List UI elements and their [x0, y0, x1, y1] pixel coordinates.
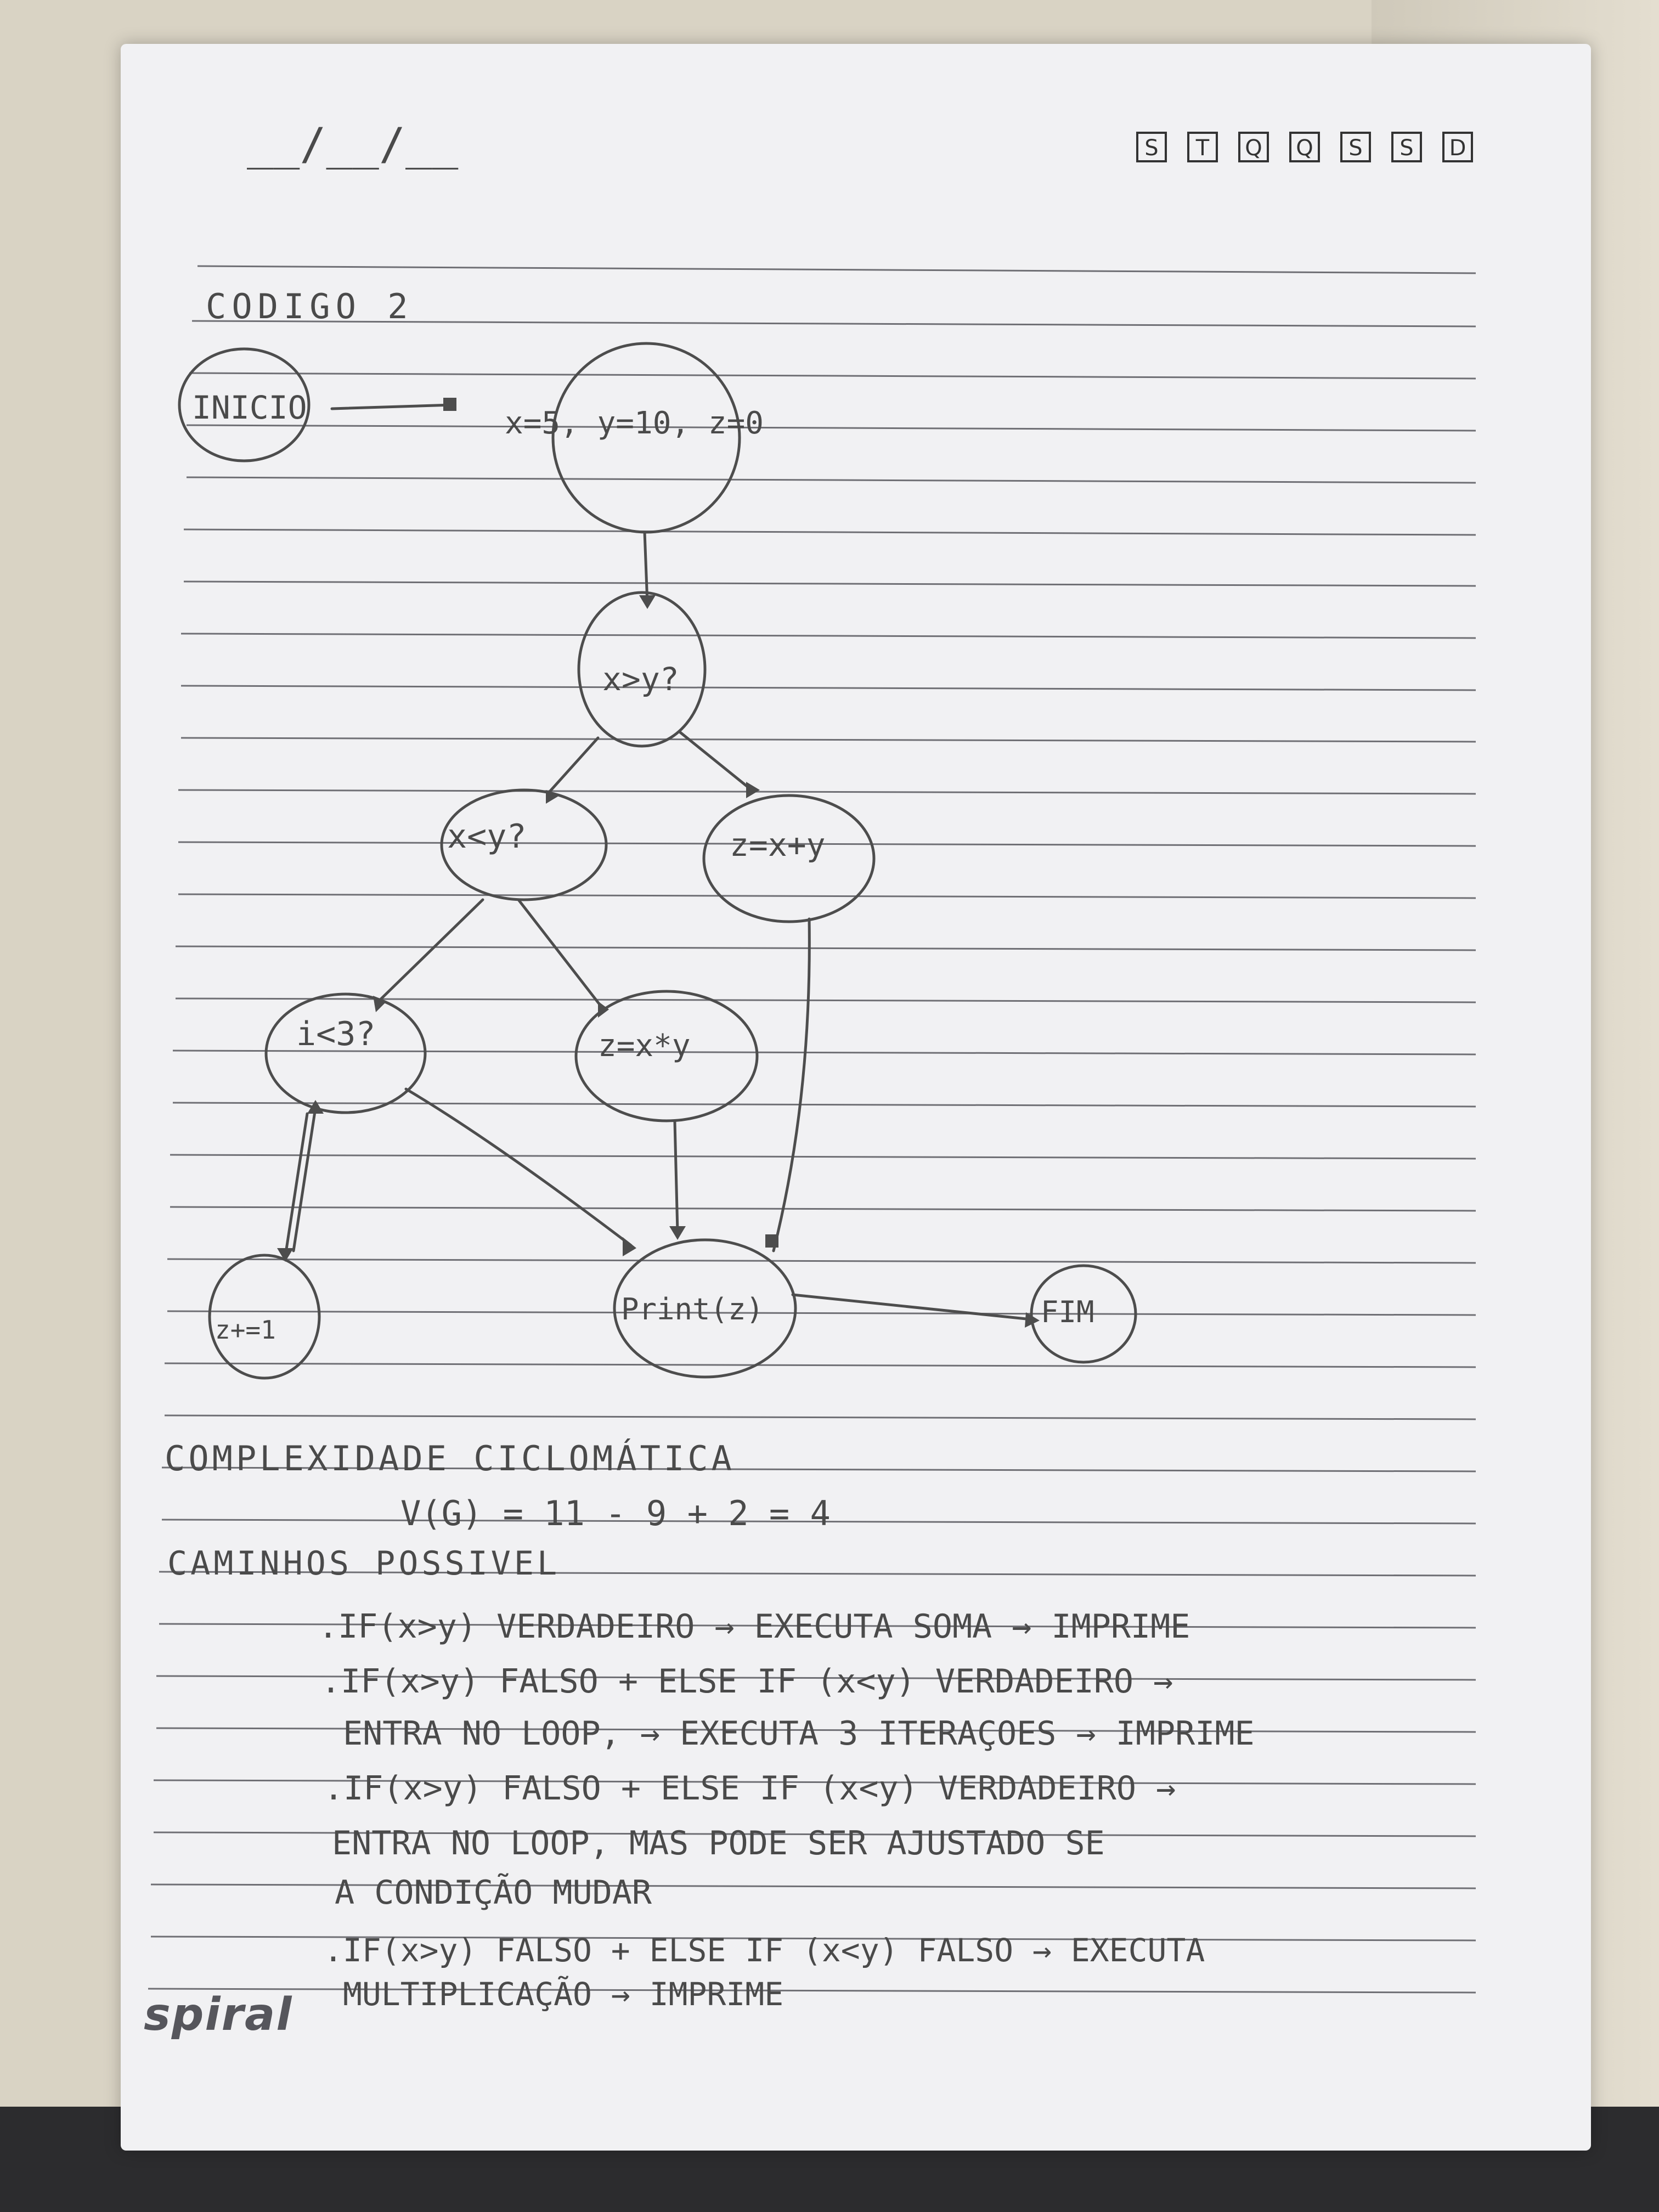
edge-cond3-inc — [284, 1112, 309, 1258]
notebook-page — [121, 44, 1591, 2151]
node-inc: z+=1 — [208, 1254, 321, 1380]
weekday-box-1: S — [1144, 136, 1158, 161]
edge-cond1-cond2 — [547, 736, 600, 794]
path-line-7: .IF(x>y) FALSO + ELSE IF (x<y) FALSO → E… — [324, 1932, 1205, 1969]
svg-text:z+=1: z+=1 — [215, 1315, 276, 1345]
weekday-box-7: D — [1449, 136, 1466, 161]
path-line-8: MULTIPLICAÇÃO → IMPRIME — [343, 1976, 783, 2013]
weekday-box-5: S — [1348, 136, 1362, 161]
svg-text:x<y?: x<y? — [447, 817, 527, 856]
edge-cond3-print — [404, 1087, 633, 1247]
flowchart-edges — [284, 403, 1033, 1321]
edge-inc-cond3 — [292, 1107, 317, 1252]
svg-text:x=5, y=10, z=0: x=5, y=10, z=0 — [505, 405, 764, 441]
node-inicio: INICIO — [178, 347, 311, 462]
flowchart-nodes: INICIO x=5, y=10, z=0 x>y? x<y? z=x+y i<… — [178, 342, 1137, 1380]
edge-cond1-sum — [679, 731, 753, 792]
svg-text:FIM: FIM — [1041, 1295, 1094, 1329]
path-line-2: .IF(x>y) FALSO + ELSE IF (x<y) VERDADEIR… — [321, 1662, 1173, 1701]
svg-text:i<3?: i<3? — [296, 1015, 376, 1053]
notes-section: COMPLEXIDADE CICLOMÁTICA V(G) = 11 - 9 +… — [165, 1438, 1255, 2013]
weekday-box-4: Q — [1296, 136, 1313, 161]
complexity-heading: COMPLEXIDADE CICLOMÁTICA — [165, 1438, 735, 1479]
weekday-boxes: S T Q Q S S D — [1136, 132, 1473, 162]
edge-cond2-mult — [517, 898, 605, 1011]
weekday-box-2: T — [1195, 136, 1210, 161]
date-blanks: __/__/__ — [247, 119, 459, 170]
svg-text:Print(z): Print(z) — [621, 1292, 764, 1327]
edge-inicio-init — [330, 403, 454, 410]
edge-cond2-cond3 — [374, 898, 484, 1006]
svg-text:z=x+y: z=x+y — [730, 826, 826, 864]
arrowheads — [277, 398, 1040, 1328]
node-print: Print(z) — [613, 1238, 797, 1379]
node-cond2: x<y? — [440, 788, 608, 901]
node-fim: FIM — [1030, 1264, 1137, 1364]
svg-text:INICIO: INICIO — [192, 389, 307, 426]
node-sum: z=x+y — [702, 794, 876, 923]
page-title: CODIGO 2 — [206, 286, 414, 326]
path-line-1: .IF(x>y) VERDADEIRO → EXECUTA SOMA → IMP… — [318, 1607, 1190, 1646]
weekday-box-6: S — [1400, 136, 1413, 161]
svg-text:z=x*y: z=x*y — [598, 1028, 691, 1064]
ruled-lines — [148, 265, 1476, 1994]
path-line-3: ENTRA NO LOOP, → EXECUTA 3 ITERAÇOES → I… — [343, 1714, 1255, 1753]
node-cond3: i<3? — [264, 992, 427, 1114]
paths-heading: CAMINHOS POSSIVEL — [167, 1544, 560, 1583]
path-line-6: A CONDIÇÃO MUDAR — [335, 1872, 652, 1912]
edge-sum-print — [772, 917, 811, 1252]
complexity-formula: V(G) = 11 - 9 + 2 = 4 — [400, 1493, 831, 1533]
path-line-5: ENTRA NO LOOP, MAS PODE SER AJUSTADO SE — [332, 1824, 1105, 1863]
node-init: x=5, y=10, z=0 — [505, 342, 764, 534]
node-cond1: x>y? — [577, 591, 707, 748]
edge-print-fim — [791, 1293, 1033, 1321]
path-line-4: .IF(x>y) FALSO + ELSE IF (x<y) VERDADEIR… — [324, 1769, 1176, 1808]
weekday-box-3: Q — [1245, 136, 1262, 161]
spiral-brand-logo: spiral — [144, 1989, 293, 2041]
node-mult: z=x*y — [574, 990, 759, 1122]
edge-mult-print — [673, 1120, 679, 1233]
svg-text:x>y?: x>y? — [602, 661, 679, 698]
